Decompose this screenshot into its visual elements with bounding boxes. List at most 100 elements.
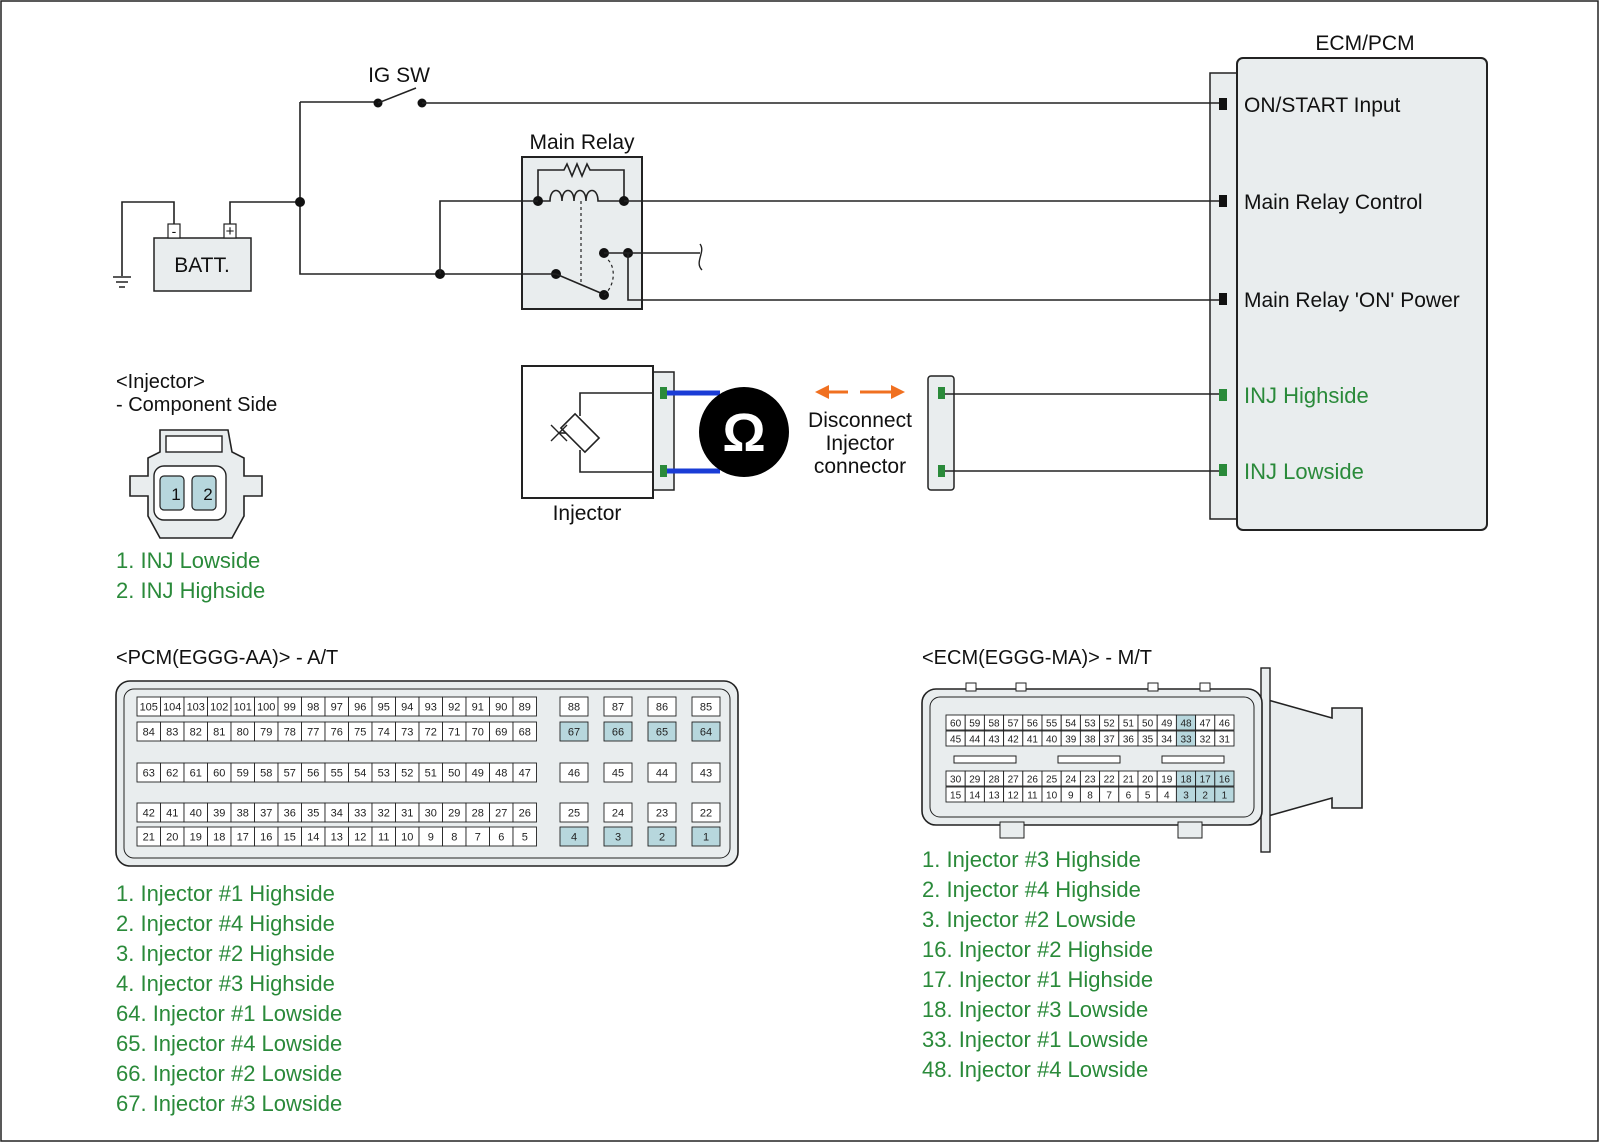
pin-number: 60 bbox=[213, 768, 225, 780]
pin-number: 6 bbox=[498, 832, 504, 844]
pin-number: 33 bbox=[1180, 735, 1192, 746]
pin-number: 75 bbox=[354, 727, 366, 739]
pcm-legend-item: 64. Injector #1 Lowside bbox=[116, 1001, 342, 1026]
pin-number: 12 bbox=[354, 832, 366, 844]
pin-number: 35 bbox=[1142, 735, 1154, 746]
pcm-legend-item: 3. Injector #2 Highside bbox=[116, 941, 335, 966]
ecm-terminal-relay-control bbox=[1219, 195, 1227, 207]
pin-cell bbox=[559, 762, 589, 783]
battery-positive-wire bbox=[229, 201, 300, 224]
ecm-terminal-inj-high bbox=[1219, 389, 1227, 401]
meter-probe-wires bbox=[667, 390, 720, 474]
pin-cell bbox=[512, 802, 537, 823]
pin-number: 92 bbox=[448, 702, 460, 714]
ohmmeter-icon bbox=[699, 387, 789, 477]
pin-number: 64 bbox=[700, 727, 712, 739]
pcm-legend-item: 67. Injector #3 Lowside bbox=[116, 1091, 342, 1116]
pin-number: 32 bbox=[378, 808, 390, 820]
disconnect-arrow-right-icon bbox=[891, 385, 905, 399]
ecm-box bbox=[1236, 57, 1488, 531]
pin-number: 28 bbox=[472, 808, 484, 820]
pin-number: 35 bbox=[307, 808, 319, 820]
pin-number: 27 bbox=[495, 808, 507, 820]
harness-terminal-high bbox=[938, 387, 945, 399]
pin-number: 31 bbox=[1219, 735, 1231, 746]
pin-number: 96 bbox=[354, 702, 366, 714]
pin-number: 50 bbox=[1142, 719, 1154, 730]
pin-number: 43 bbox=[988, 735, 1000, 746]
ecm-connector-key bbox=[1015, 682, 1027, 692]
ecm-legend-item: 16. Injector #2 Highside bbox=[922, 937, 1153, 962]
pin-number: 1 bbox=[1222, 791, 1228, 802]
pin-number: 85 bbox=[700, 702, 712, 714]
main-relay-label: Main Relay bbox=[529, 131, 635, 154]
pin-number: 20 bbox=[166, 832, 178, 844]
pin-number: 14 bbox=[307, 832, 319, 844]
pin-number: 51 bbox=[1123, 719, 1135, 730]
pin-number: 97 bbox=[331, 702, 343, 714]
pin-number: 88 bbox=[568, 702, 580, 714]
pin-number: 28 bbox=[988, 775, 1000, 786]
pin-number: 3 bbox=[1183, 791, 1189, 802]
pin-cell bbox=[647, 826, 677, 847]
pin-number: 14 bbox=[969, 791, 981, 802]
ecm-legend-item: 1. Injector #3 Highside bbox=[922, 847, 1141, 872]
ground-wire bbox=[121, 201, 175, 276]
pin-number: 61 bbox=[190, 768, 202, 780]
pin-number: 59 bbox=[969, 719, 981, 730]
pin-cell bbox=[512, 762, 537, 783]
ecm-connector-key bbox=[1199, 682, 1211, 692]
pin-cell bbox=[559, 696, 589, 717]
pin-number: 21 bbox=[143, 832, 155, 844]
pcm-legend-item: 4. Injector #3 Highside bbox=[116, 971, 335, 996]
pin-number: 46 bbox=[568, 768, 580, 780]
pin-number: 56 bbox=[1027, 719, 1039, 730]
pin-number: 41 bbox=[166, 808, 178, 820]
pin-number: 9 bbox=[1068, 791, 1074, 802]
ecm-connector-rib bbox=[953, 755, 1017, 764]
ecm-legend-item: 48. Injector #4 Lowside bbox=[922, 1057, 1148, 1082]
disconnect-label-line2: Injector bbox=[826, 432, 895, 455]
pin-number: 63 bbox=[143, 768, 155, 780]
ecm-connector-rib bbox=[1161, 755, 1225, 764]
pin-number: 6 bbox=[1126, 791, 1132, 802]
pin-number: 43 bbox=[700, 768, 712, 780]
pin-cell bbox=[512, 696, 537, 717]
pin-number: 22 bbox=[1104, 775, 1116, 786]
injector-valve-icon bbox=[550, 424, 568, 442]
pin-number: 16 bbox=[1219, 775, 1231, 786]
ecm-connector-clip bbox=[1177, 821, 1203, 839]
pin-number: 40 bbox=[1046, 735, 1058, 746]
disconnect-label-line1: Disconnect bbox=[808, 409, 912, 432]
pin-number: 49 bbox=[472, 768, 484, 780]
pin-number: 78 bbox=[284, 727, 296, 739]
pin-number: 47 bbox=[1200, 719, 1212, 730]
pin-number: 71 bbox=[448, 727, 460, 739]
pin-number: 39 bbox=[1065, 735, 1077, 746]
pin-number: 18 bbox=[1180, 775, 1192, 786]
pin-number: 84 bbox=[143, 727, 155, 739]
pin-number: 39 bbox=[213, 808, 225, 820]
pin-number: 2 bbox=[1202, 791, 1208, 802]
pin-number: 19 bbox=[190, 832, 202, 844]
pin-cell bbox=[559, 826, 589, 847]
pin-number: 18 bbox=[213, 832, 225, 844]
pin-number: 66 bbox=[612, 727, 624, 739]
injector-solenoid-icon bbox=[559, 412, 601, 454]
pcm-legend-item: 65. Injector #4 Lowside bbox=[116, 1031, 342, 1056]
pin-cell bbox=[647, 762, 677, 783]
pin-number: 99 bbox=[284, 702, 296, 714]
ecm-pin-on-start: ON/START Input bbox=[1244, 94, 1401, 117]
pin-number: 65 bbox=[656, 727, 668, 739]
pin-number: 54 bbox=[1065, 719, 1077, 730]
pin-number: 95 bbox=[378, 702, 390, 714]
ecm-connector-inner bbox=[929, 696, 1255, 818]
pin-number: 37 bbox=[260, 808, 272, 820]
pin-number: 19 bbox=[1161, 775, 1173, 786]
injector-legend-1: 1. INJ Lowside bbox=[116, 548, 260, 573]
pin-number: 13 bbox=[988, 791, 1000, 802]
pin-number: 51 bbox=[425, 768, 437, 780]
pin-number: 104 bbox=[163, 702, 181, 714]
injector-internal-wiring bbox=[579, 392, 652, 473]
pin-number: 41 bbox=[1027, 735, 1039, 746]
